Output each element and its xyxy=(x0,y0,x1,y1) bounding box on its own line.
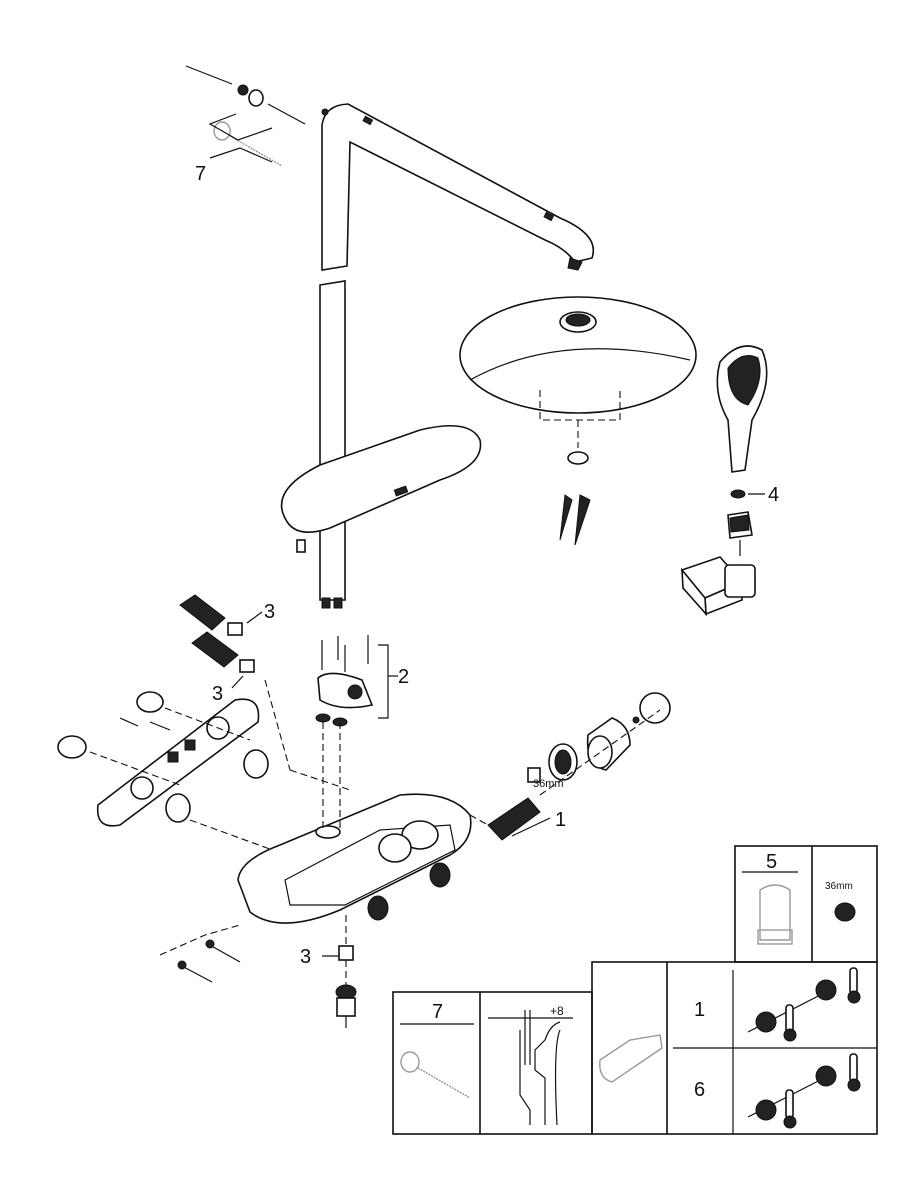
mounting-block-with-screws xyxy=(315,635,398,727)
bottom-screws-and-connector xyxy=(159,915,357,1028)
callout-3-lower: 3 xyxy=(212,683,223,705)
legend-tool-box xyxy=(734,845,878,963)
shelf xyxy=(280,424,482,553)
legend-5-nut-size: 36mm xyxy=(825,881,853,892)
connection-icons-row-1 xyxy=(747,967,861,1042)
legend-row-1-number: 1 xyxy=(694,999,705,1021)
callout-nut-36mm: 36mm xyxy=(533,778,564,790)
callout-2: 2 xyxy=(398,666,409,688)
wall-anchor-screw-set xyxy=(185,65,306,167)
callout-3-bottom: 3 xyxy=(300,946,311,968)
thermostat-body xyxy=(237,679,472,924)
wall-plate xyxy=(57,691,301,861)
legend-connection-table xyxy=(591,961,878,1135)
legend-offset-plus-8: +8 xyxy=(550,1004,564,1018)
callout-1: 1 xyxy=(555,809,566,831)
legend-7-number: 7 xyxy=(432,1001,443,1023)
callout-7-top: 7 xyxy=(195,163,206,185)
legend-row-6-number: 6 xyxy=(694,1079,705,1101)
callout-3-upper: 3 xyxy=(264,601,275,623)
check-valve-and-handle xyxy=(469,692,671,841)
hand-shower xyxy=(680,345,768,617)
hose-connectors xyxy=(179,594,263,689)
callout-4: 4 xyxy=(768,484,779,506)
head-shower xyxy=(459,296,697,546)
connection-icons-row-2 xyxy=(747,1053,861,1129)
legend-5-number: 5 xyxy=(766,851,777,873)
